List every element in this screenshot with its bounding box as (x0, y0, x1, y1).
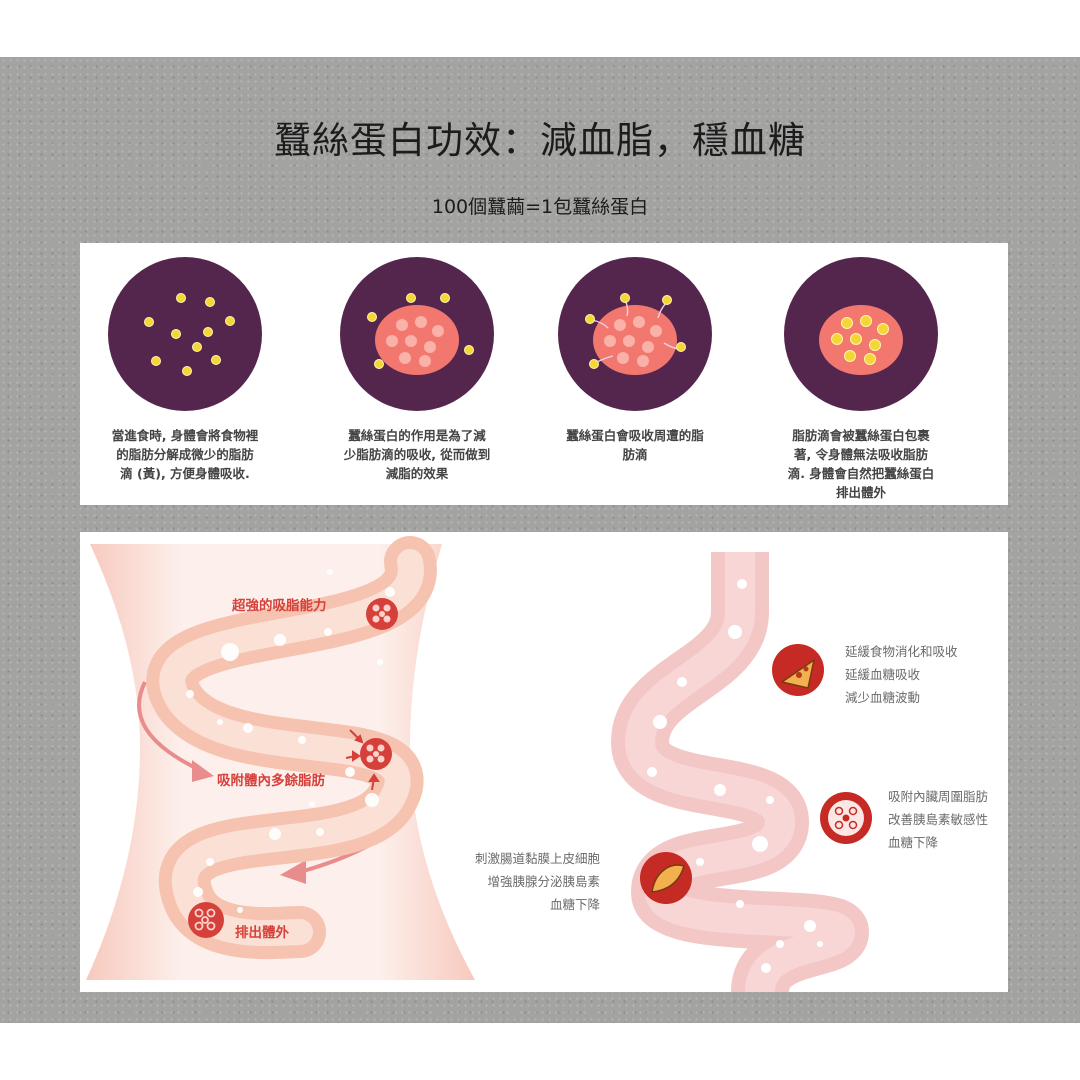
step1-illustration (108, 257, 262, 411)
torso-illustration (86, 536, 475, 980)
step4-caption: 脂肪滴會被蠶絲蛋白包裹 著, 令身體無法吸收脂肪 滴. 身體會自然把蠶絲蛋白 排… (787, 428, 935, 500)
step3-illustration (558, 257, 712, 411)
absorb-power-label: 超強的吸脂能力 (232, 598, 327, 614)
pancreas-label: 刺激腸道黏膜上皮細胞 增強胰腺分泌胰島素 血糖下降 (475, 851, 601, 912)
steps-panel: 當進食時, 身體會將食物裡 的脂肪分解成微少的脂肪 滴 (黃), 方便身體吸收.… (80, 243, 1008, 505)
fat-cell-icon (820, 792, 872, 844)
stomach-illustration (611, 552, 872, 992)
visceral-fat-label: 吸附內臟周圍脂肪 改善胰島素敏感性 血糖下降 (888, 789, 989, 850)
excrete-label: 排出體外 (235, 925, 289, 941)
adsorb-fat-label: 吸附體內多餘脂肪 (217, 773, 325, 789)
mechanism-illustration (86, 536, 872, 992)
steps-illustration (108, 257, 938, 411)
digestion-label: 延緩食物消化和吸收 延緩血糖吸收 減少血糖波動 (845, 644, 958, 705)
page-subtitle: 100個蠶繭=1包蠶絲蛋白 (431, 196, 649, 218)
page-title: 蠶絲蛋白功效：減血脂，穩血糖 (274, 119, 806, 162)
mechanism-panel: 超強的吸脂能力 吸附體內多餘脂肪 排出體外 延緩食物消化和吸收 延緩血糖吸收 減… (80, 532, 1008, 992)
pizza-icon (772, 644, 824, 696)
step1-caption: 當進食時, 身體會將食物裡 的脂肪分解成微少的脂肪 滴 (黃), 方便身體吸收. (111, 428, 259, 481)
silk-protein-marker-top (366, 598, 398, 630)
silk-protein-marker-middle (345, 729, 392, 791)
step2-caption: 蠶絲蛋白的作用是為了減 少脂肪滴的吸收, 從而做到 減脂的效果 (343, 428, 491, 481)
pancreas-icon (640, 852, 692, 904)
step4-illustration (784, 257, 938, 411)
step3-caption: 蠶絲蛋白會吸收周遭的脂 肪滴 (566, 428, 704, 462)
step2-illustration (340, 257, 494, 411)
silk-protein-marker-bottom (188, 902, 224, 938)
